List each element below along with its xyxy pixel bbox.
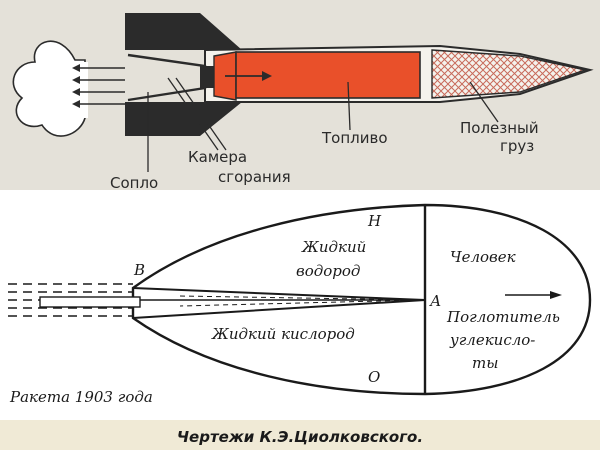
point-label-h: Н	[367, 212, 382, 230]
point-label-b: В	[133, 261, 145, 279]
label-absorber-line3: ты	[472, 354, 498, 372]
nozzle-tube	[39, 296, 141, 308]
label-payload-line1: Полезный	[460, 119, 539, 137]
label-chamber-line1: Камера	[188, 148, 247, 166]
point-label-a: А	[429, 292, 441, 310]
leader-lines	[147, 77, 499, 172]
label-person: Человек	[450, 248, 516, 266]
point-label-o: О	[368, 368, 380, 386]
exhaust-cloud	[12, 40, 86, 137]
label-chamber-line2: сгорания	[218, 168, 291, 186]
footer-background	[0, 420, 600, 450]
exhaust-arrows	[72, 64, 125, 108]
caption-1903: Ракета 1903 года	[9, 388, 153, 406]
label-hydrogen-line1: Жидкий	[301, 238, 366, 256]
footer-title: Чертежи К.Э.Циолковского.	[177, 428, 423, 446]
payload-section	[431, 49, 588, 99]
lower-fin	[125, 102, 242, 136]
label-oxygen: Жидкий кислород	[211, 325, 355, 343]
label-absorber-line2: углекисло-	[449, 331, 535, 349]
wedge-inner	[179, 295, 421, 307]
label-nozzle: Сопло	[110, 174, 158, 192]
upper-fin	[125, 13, 242, 50]
label-hydrogen-line2: водород	[296, 262, 360, 280]
footer: Чертежи К.Э.Циолковского.	[0, 420, 600, 450]
bottom-rocket-diagram: В Н А О Жидкий водород Жидкий кислород Ч…	[0, 190, 600, 418]
top-rocket-diagram: Сопло Камера сгорания Топливо Полезный г…	[0, 0, 600, 192]
label-absorber-line1: Поглотитель	[446, 308, 560, 326]
fuel-arrow-head	[262, 71, 272, 81]
label-fuel: Топливо	[321, 129, 388, 147]
flight-arrow-head	[550, 291, 562, 299]
label-payload-line2: груз	[500, 137, 534, 155]
nozzle-throat	[200, 66, 214, 88]
